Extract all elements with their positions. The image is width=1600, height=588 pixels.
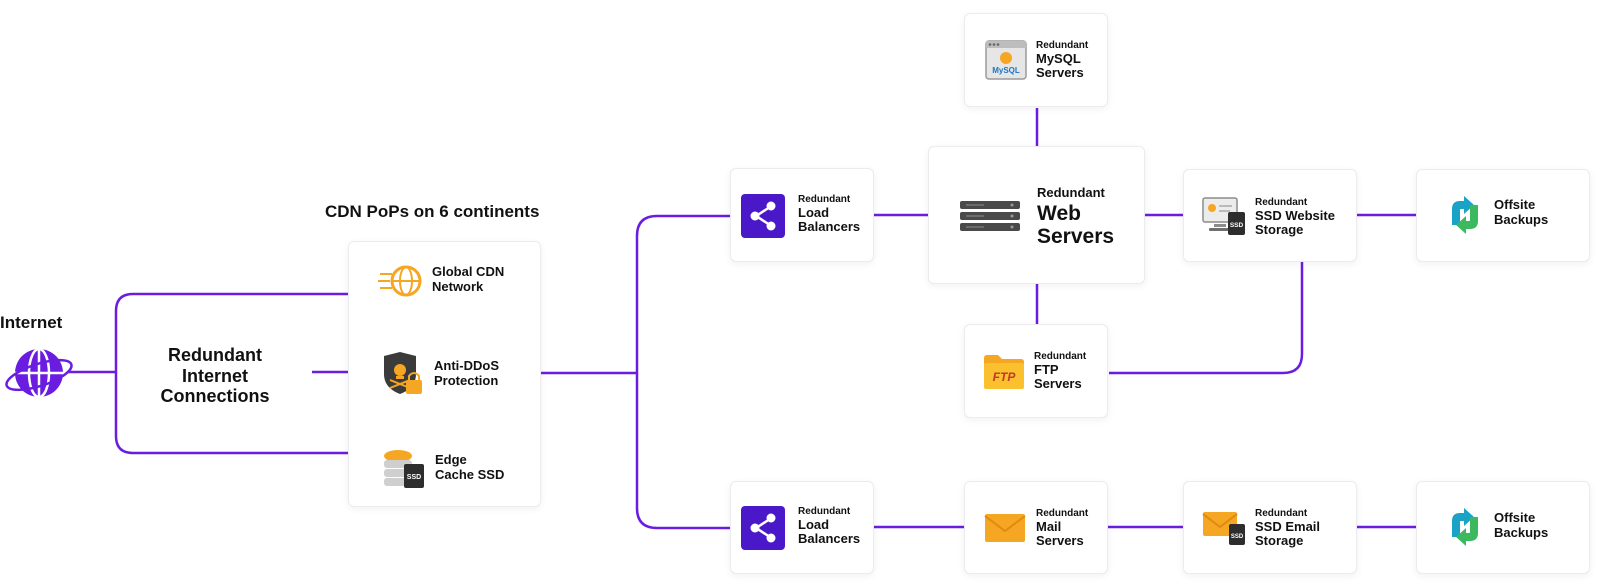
mail-envelope-icon [984, 512, 1026, 544]
mail-ssd-icon: SSD [1202, 510, 1246, 546]
cdn-heading: CDN PoPs on 6 continents [325, 202, 540, 221]
ssd-email-storage-line-2: Storage [1255, 533, 1304, 549]
ssd-email-storage-line-1: SSD Email [1255, 518, 1321, 534]
load-balancers-bottom-line-1: Load [798, 516, 830, 532]
svg-text:SSD: SSD [1231, 534, 1244, 540]
share-icon [741, 506, 785, 550]
load-balancers-top-line-2: Balancers [798, 219, 861, 235]
load-balancers-bottom-label: Redundant Load Balancers [798, 506, 860, 547]
ssd-website-storage-small: Redundant [1255, 197, 1308, 208]
connections-line-3: Connections [160, 386, 270, 407]
load-balancers-bottom-small: Redundant [798, 506, 851, 517]
ssd-email-storage-label: Redundant SSD Email Storage [1255, 508, 1320, 549]
web-servers-line-2: Servers [1037, 224, 1115, 248]
mysql-servers-small: Redundant [1036, 40, 1089, 51]
backup-sync-icon [1444, 195, 1486, 235]
shield-lock-icon [380, 352, 426, 396]
server-rack-icon [958, 200, 1022, 232]
web-servers-line-1: Web [1037, 201, 1081, 225]
ftp-icon-text: FTP [993, 370, 1017, 384]
internet-label: Internet [0, 313, 63, 332]
mail-servers-label: Redundant Mail Servers [1036, 508, 1088, 549]
load-balancers-top-label: Redundant Load Balancers [798, 194, 860, 235]
ssd-email-storage-small: Redundant [1255, 508, 1308, 519]
redundant-internet-connections: Redundant Internet Connections [140, 345, 290, 407]
cdn-item-global-cdn: Global CDN Network [432, 264, 505, 295]
offsite-backups-top-label: Offsite Backups [1494, 197, 1549, 228]
cdn-item-edge-cache-line-2: Cache SSD [435, 466, 505, 482]
globe-icon [4, 344, 74, 402]
cdn-item-anti-ddos: Anti-DDoS Protection [434, 358, 499, 389]
ssd-website-storage-line-2: Storage [1255, 222, 1304, 238]
cdn-item-anti-ddos-line-2: Protection [434, 372, 499, 388]
share-icon [741, 194, 785, 238]
ftp-servers-line-2: Servers [1034, 376, 1082, 392]
mail-servers-line-1: Mail [1036, 518, 1062, 534]
svg-text:SSD: SSD [407, 474, 421, 481]
ftp-servers-line-1: FTP [1034, 361, 1059, 377]
ftp-servers-label: Redundant FTP Servers [1034, 351, 1086, 392]
connections-line-2: Internet [181, 365, 248, 386]
offsite-backups-bottom-line-2: Backups [1494, 524, 1549, 540]
ftp-folder-icon: FTP [982, 352, 1026, 390]
mysql-servers-label: Redundant MySQL Servers [1036, 40, 1088, 81]
backup-sync-icon [1444, 507, 1486, 547]
svg-text:MySQL: MySQL [992, 66, 1020, 75]
cdn-box [348, 241, 541, 507]
svg-text:SSD: SSD [1230, 222, 1244, 229]
connections-line-1: Redundant [168, 345, 262, 365]
load-balancers-top-line-1: Load [798, 204, 830, 220]
ssd-stack-icon: SSD [382, 448, 426, 490]
cdn-item-edge-cache: Edge Cache SSD [435, 452, 505, 483]
offsite-backups-top-box [1416, 169, 1590, 262]
cdn-item-global-cdn-line-1: Global CDN [432, 264, 505, 279]
mysql-servers-line-2: Servers [1036, 65, 1084, 81]
load-balancers-top-small: Redundant [798, 194, 851, 205]
mail-servers-small: Redundant [1036, 508, 1089, 519]
offsite-backups-top-line-1: Offsite [1494, 197, 1536, 212]
offsite-backups-bottom-line-1: Offsite [1494, 510, 1536, 525]
offsite-backups-bottom-label: Offsite Backups [1494, 510, 1549, 541]
mail-servers-line-2: Servers [1036, 533, 1084, 549]
ssd-website-storage-line-1: SSD Website [1255, 207, 1335, 223]
mysql-browser-icon: MySQL [985, 40, 1027, 80]
offsite-backups-bottom-box [1416, 481, 1590, 574]
ssd-website-storage-label: Redundant SSD Website Storage [1255, 197, 1335, 238]
ftp-servers-small: Redundant [1034, 351, 1087, 362]
cdn-item-edge-cache-line-1: Edge [435, 452, 467, 467]
offsite-backups-top-line-2: Backups [1494, 211, 1549, 227]
load-balancers-bottom-line-2: Balancers [798, 531, 861, 547]
web-servers-small: Redundant [1037, 185, 1105, 200]
cdn-item-global-cdn-line-2: Network [432, 278, 484, 294]
globe-cdn-icon [378, 262, 424, 300]
web-servers-label: Redundant Web Servers [1037, 185, 1115, 248]
monitor-ssd-icon: SSD [1202, 196, 1246, 236]
mysql-servers-line-1: MySQL [1036, 50, 1081, 66]
cdn-item-anti-ddos-line-1: Anti-DDoS [434, 358, 499, 373]
